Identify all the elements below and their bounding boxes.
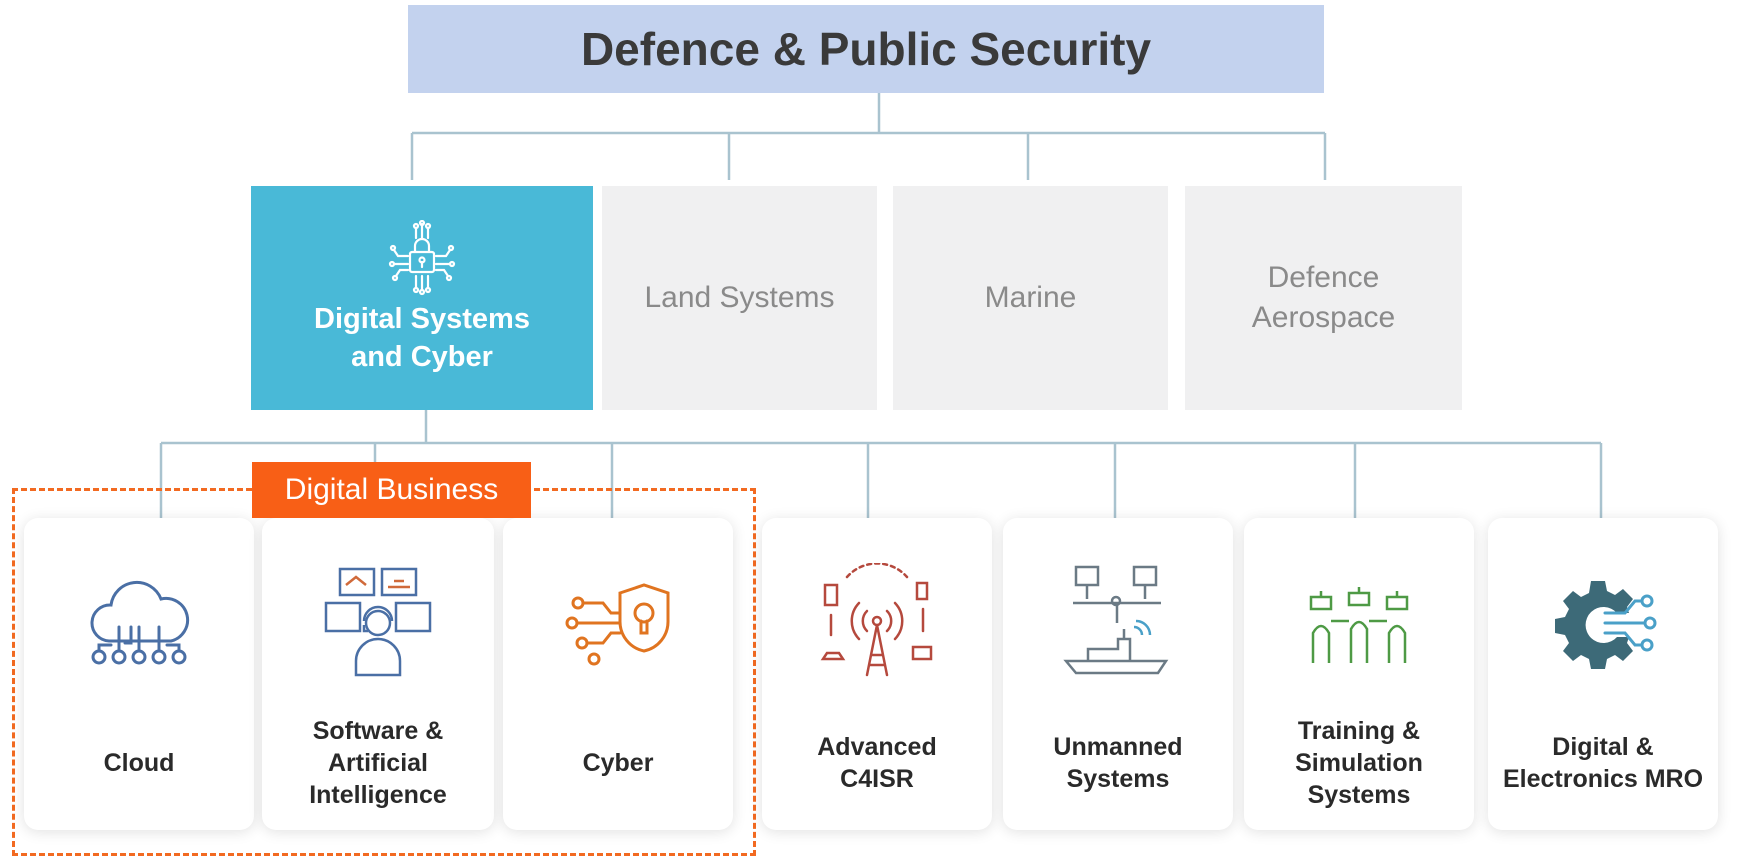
vr-soldiers-icon [1309,587,1409,663]
radio-tower-network-icon [820,563,933,677]
capability-card-c4isr[interactable]: Advanced C4ISR [762,518,992,830]
capability-label: Cloud [103,749,175,777]
root-title: Defence & Public Security [580,23,1152,75]
division-land-systems[interactable]: Land Systems [602,186,877,410]
capability-label: Training & Simulation Systems [1295,717,1423,809]
capability-card-digital-electronics-mro[interactable]: Digital & Electronics MRO [1488,518,1718,830]
division-label: Land Systems [644,281,835,314]
operator-monitors-icon [324,567,432,677]
capability-card-software-ai[interactable]: Software & Artificial Intelligence [262,518,494,830]
cloud-network-icon [90,580,190,665]
capability-card-training-simulation[interactable]: Training & Simulation Systems [1244,518,1474,830]
capability-label: Software & Artificial Intelligence [309,717,447,809]
circuit-shield-lock-icon [565,583,670,666]
cyber-lock-circuit-icon [388,220,456,296]
capability-card-cloud[interactable]: Cloud [24,518,254,830]
digital-business-tag: Digital Business [252,462,531,518]
division-label: Marine [984,281,1077,314]
capability-label: Digital & Electronics MRO [1502,733,1704,793]
capability-label: Unmanned Systems [1053,733,1183,793]
root-title-box: Defence & Public Security [408,5,1324,93]
capability-card-unmanned-systems[interactable]: Unmanned Systems [1003,518,1233,830]
division-marine[interactable]: Marine [893,186,1168,410]
capability-label: Advanced C4ISR [817,733,937,793]
ship-network-icon [1063,565,1169,675]
capability-card-cyber[interactable]: Cyber [503,518,733,830]
gear-circuit-icon [1555,581,1657,669]
capability-label: Cyber [582,749,654,777]
